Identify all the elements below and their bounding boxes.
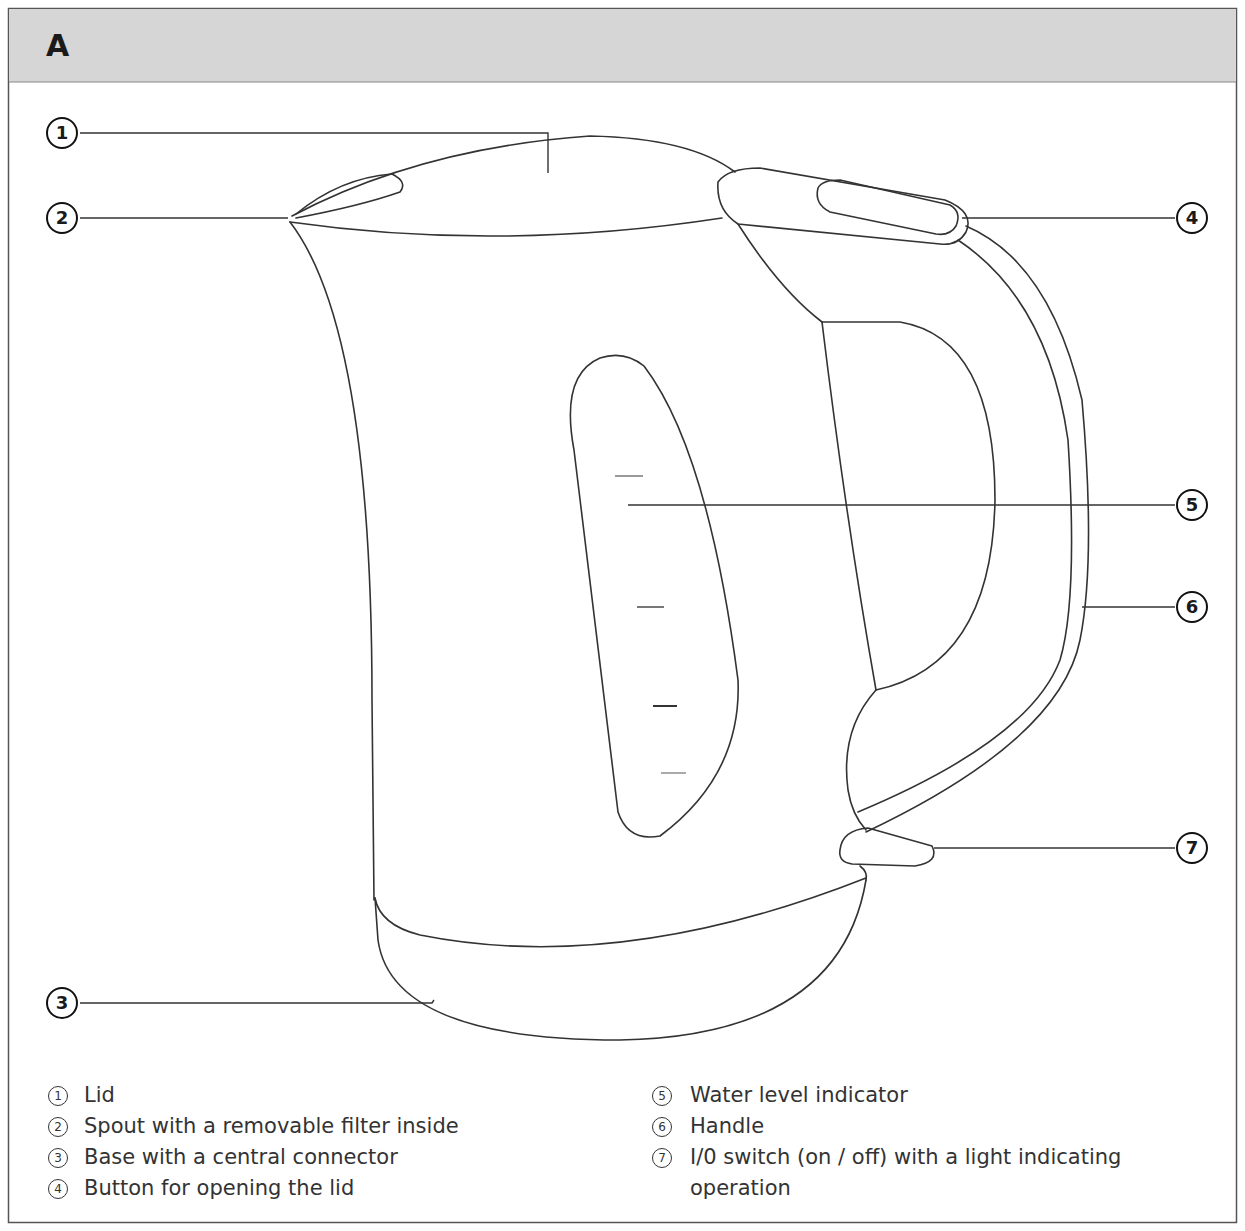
spout xyxy=(296,174,403,218)
callout-number: 3 xyxy=(48,1148,68,1168)
switch xyxy=(840,828,934,866)
callout-number: 4 xyxy=(48,1179,68,1199)
water-window xyxy=(570,355,738,837)
callout-number: 5 xyxy=(1176,489,1208,521)
kettle-outline xyxy=(290,136,1089,1040)
key-text: I/0 switch (on / off) with a light indic… xyxy=(690,1142,1200,1204)
callout-number: 3 xyxy=(46,987,78,1019)
rim xyxy=(290,218,722,236)
body-right-foot xyxy=(860,866,866,880)
frame xyxy=(9,9,1237,1223)
callout-number: 1 xyxy=(48,1086,68,1106)
level-mark xyxy=(637,606,664,608)
leader-line xyxy=(628,504,1175,505)
figure-title: A xyxy=(46,28,69,63)
base xyxy=(375,880,866,1040)
level-mark xyxy=(615,475,643,477)
key-text: Handle xyxy=(690,1111,764,1142)
key-text: Lid xyxy=(84,1080,115,1111)
leader-line xyxy=(80,133,548,173)
callout-number: 7 xyxy=(1176,832,1208,864)
leader-line xyxy=(1082,606,1175,607)
callout-number: 7 xyxy=(652,1148,672,1168)
level-marks xyxy=(615,476,686,773)
callout-number: 6 xyxy=(652,1117,672,1137)
key-text: Button for opening the lid xyxy=(84,1173,354,1204)
callout-number: 4 xyxy=(1176,202,1208,234)
header-rule xyxy=(9,82,1236,83)
callout-number: 6 xyxy=(1176,591,1208,623)
callout-number: 2 xyxy=(46,202,78,234)
level-mark xyxy=(653,705,677,707)
leader-line xyxy=(80,217,288,218)
handle-inner xyxy=(858,240,1072,812)
body-left xyxy=(290,222,374,900)
leader-lines xyxy=(80,133,1175,1003)
body-right xyxy=(738,224,822,322)
callout-number: 2 xyxy=(48,1117,68,1137)
body-right-lower xyxy=(847,690,876,830)
base-top xyxy=(375,878,866,947)
leader-line xyxy=(934,847,1175,848)
leader-line xyxy=(80,1000,434,1003)
handle-outer xyxy=(866,226,1089,832)
lid-button xyxy=(817,180,958,234)
header-band xyxy=(9,9,1236,82)
callout-number: 5 xyxy=(652,1086,672,1106)
level-mark xyxy=(661,772,686,774)
handle-top xyxy=(718,168,968,244)
handle-opening xyxy=(822,322,995,690)
key-text: Water level indicator xyxy=(690,1080,908,1111)
key-text: Base with a central connector xyxy=(84,1142,398,1173)
callout-number: 1 xyxy=(46,117,78,149)
key-text: Spout with a removable filter inside xyxy=(84,1111,459,1142)
leader-line xyxy=(962,217,1175,218)
